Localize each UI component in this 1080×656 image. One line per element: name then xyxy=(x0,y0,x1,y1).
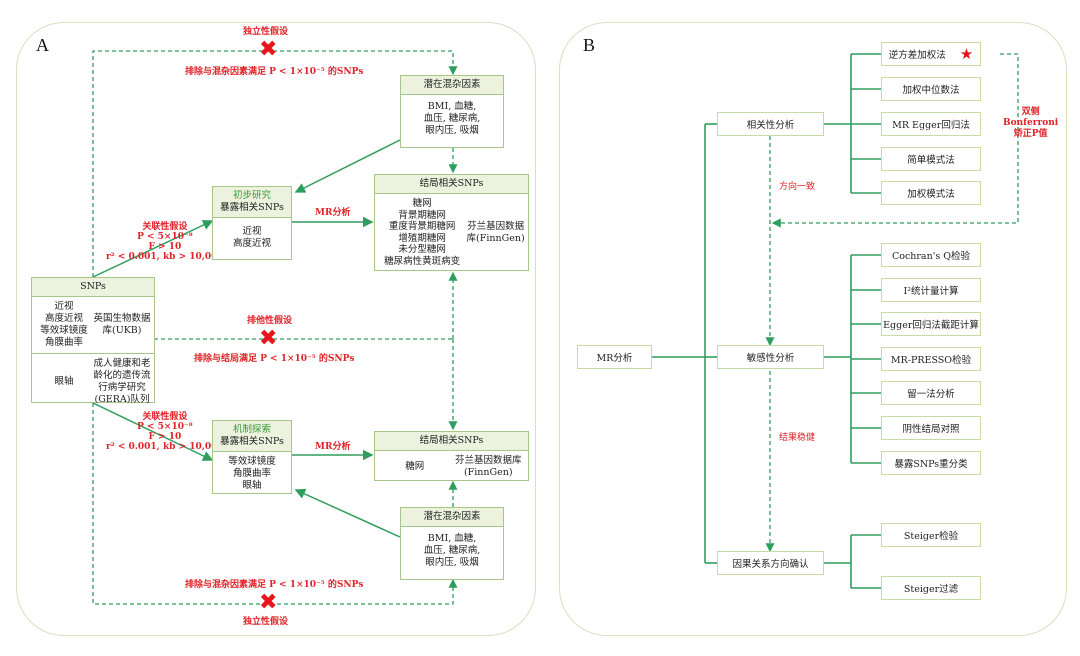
snps-source-1: 英国生物数据库(UKB) xyxy=(93,313,151,336)
outcome-bottom-source: 芬兰基因数据库(FinnGen) xyxy=(454,455,522,478)
bottom-criterion-label: 排除与混杂因素满足 P < 1×10⁻⁵ 的SNPs xyxy=(185,580,364,590)
snps-box: SNPs 近视 高度近视 等效球镜度 角膜曲率 英国生物数据库(UKB) 眼轴 … xyxy=(31,277,155,405)
sens-mr-presso: MR-PRESSO检验 xyxy=(881,347,981,371)
exclusion-assumption-label: 排他性假设 xyxy=(247,316,293,326)
confounder-top-box: 潜在混杂因素 BMI, 血糖, 血压, 糖尿病, 眼内压, 吸烟 xyxy=(400,75,504,148)
method-mr-egger: MR Egger回归法 xyxy=(881,112,981,136)
correlation-box: 相关性分析 xyxy=(717,112,824,136)
method-weighted-mode: 加权模式法 xyxy=(881,181,981,205)
snps-box-title: SNPs xyxy=(32,278,154,297)
top-cross-icon: ✖ xyxy=(259,37,278,62)
method-simple-mode: 简单模式法 xyxy=(881,147,981,171)
method-weighted-median: 加权中位数法 xyxy=(881,77,981,101)
panel-a-label: A xyxy=(36,35,49,55)
sens-negative-control: 阴性结局对照 xyxy=(881,416,981,440)
mechanism-title: 暴露相关SNPs xyxy=(220,436,284,447)
exclusion-criterion-label: 排除与结局满足 P < 1×10⁻⁵ 的SNPs xyxy=(194,354,355,364)
sens-cochran-q: Cochran's Q检验 xyxy=(881,243,981,267)
sens-i2: I²统计量计算 xyxy=(881,278,981,302)
top-criterion-label: 排除与混杂因素满足 P < 1×10⁻⁵ 的SNPs xyxy=(185,67,364,77)
direction-box: 因果关系方向确认 xyxy=(717,551,824,575)
confounder-bottom-box: 潜在混杂因素 BMI, 血糖, 血压, 糖尿病, 眼内压, 吸烟 xyxy=(400,507,504,580)
pilot-title: 暴露相关SNPs xyxy=(220,202,284,213)
star-icon: ★ xyxy=(959,45,974,63)
top-assumption-label: 独立性假设 xyxy=(243,27,289,37)
pilot-stage: 初步研究 xyxy=(232,190,271,201)
pilot-box: 初步研究 暴露相关SNPs 近视 高度近视 xyxy=(212,186,292,260)
dir-steiger-test: Steiger检验 xyxy=(881,523,981,547)
sens-egger-intercept: Egger回归法截距计算 xyxy=(881,312,981,336)
bottom-assumption-label: 独立性假设 xyxy=(243,617,289,627)
robust-result-label: 结果稳健 xyxy=(779,433,816,443)
relevance-lower-label: 关联性假设 P < 5×10⁻⁸ F > 10 r² < 0.001, kb >… xyxy=(106,412,224,452)
mr-upper-label: MR分析 xyxy=(315,208,351,218)
direction-consistent-label: 方向一致 xyxy=(779,182,816,192)
panel-b-label: B xyxy=(583,35,596,55)
bottom-cross-icon: ✖ xyxy=(259,590,278,615)
relevance-upper-label: 关联性假设 P < 5×10⁻⁸ F > 10 r² < 0.001, kb >… xyxy=(106,222,224,262)
exclusion-cross-icon: ✖ xyxy=(259,326,278,351)
snps-source-2: 成人健康和老龄化的遗传流行病学研究(GERA)队列 xyxy=(93,358,151,405)
outcome-top-source: 芬兰基因数据库(FinnGen) xyxy=(466,221,525,244)
outcome-bottom-box: 结局相关SNPs 糖网 芬兰基因数据库(FinnGen) xyxy=(374,431,529,481)
mr-lower-label: MR分析 xyxy=(315,442,351,452)
mechanism-box: 机制探索 暴露相关SNPs 等效球镜度 角膜曲率 眼轴 xyxy=(212,420,292,494)
mr-root-box: MR分析 xyxy=(577,345,652,369)
mechanism-stage: 机制探索 xyxy=(232,424,271,435)
bonferroni-label: 双侧 Bonferroni 矫正P值 xyxy=(1003,107,1059,139)
outcome-top-box: 结局相关SNPs 糖网 背景期糖网 重度背景期糖网 增殖期糖网 未分型糖网 糖尿… xyxy=(374,174,529,271)
sens-reclassify: 暴露SNPs重分类 xyxy=(881,451,981,475)
method-ivw: 逆方差加权法 ★ xyxy=(881,42,981,66)
dir-steiger-filter: Steiger过滤 xyxy=(881,576,981,600)
sens-leave-one-out: 留一法分析 xyxy=(881,381,981,405)
sensitivity-box: 敏感性分析 xyxy=(717,345,824,369)
